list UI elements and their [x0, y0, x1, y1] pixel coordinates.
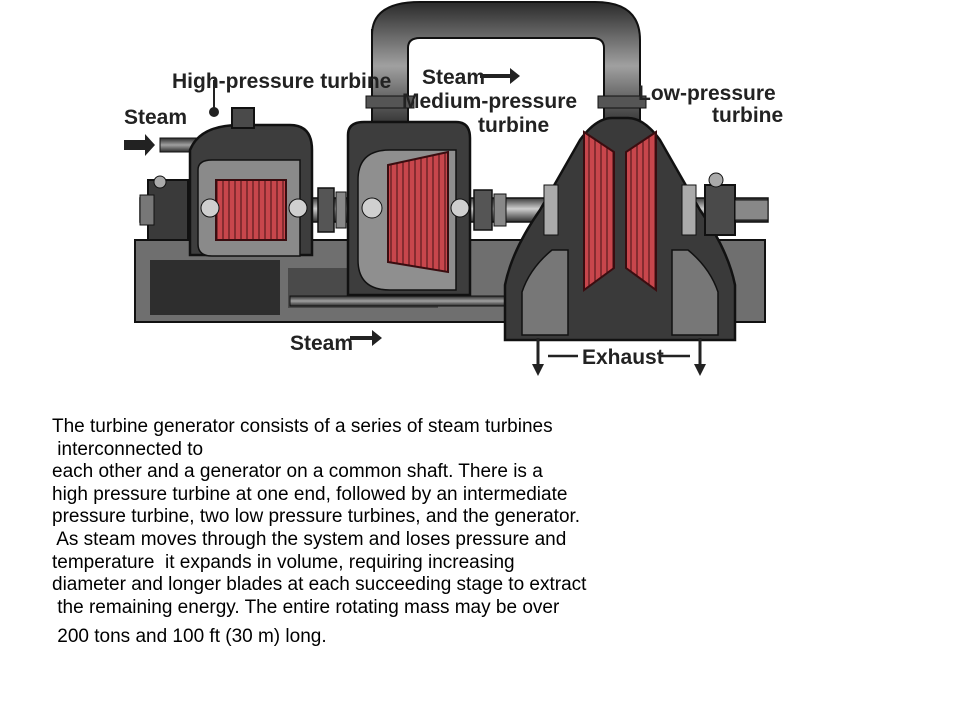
- caption-line: As steam moves through the system and lo…: [52, 528, 567, 550]
- label-steam-in: Steam: [124, 106, 187, 129]
- caption-line: interconnected to: [52, 438, 204, 460]
- caption-line: temperature it expands in volume, requir…: [52, 551, 515, 573]
- exhaust-arrow-left: [532, 338, 544, 376]
- caption-line: the remaining energy. The entire rotatin…: [52, 596, 560, 618]
- lp-blades-right: [625, 130, 657, 292]
- label-exhaust: Exhaust: [582, 346, 664, 369]
- label-mp-turbine-1: Medium-pressure: [402, 90, 577, 113]
- mp-blades: [387, 150, 449, 274]
- shaft-end-left: [139, 175, 189, 241]
- caption-line: 200 tons and 100 ft (30 m) long.: [52, 626, 327, 648]
- label-mp-turbine-2: turbine: [478, 114, 549, 137]
- turbine-diagram: High-pressure turbine Steam Steam Medium…: [124, 1, 783, 376]
- label-lp-turbine-2: turbine: [712, 104, 783, 127]
- medium-pressure-turbine: [346, 120, 472, 297]
- steam-top-arrow: [480, 68, 520, 84]
- label-steam-top: Steam: [422, 66, 485, 89]
- caption-line: each other and a generator on a common s…: [52, 461, 543, 483]
- caption-line: The turbine generator consists of a seri…: [52, 416, 553, 437]
- high-pressure-turbine: [188, 80, 314, 257]
- coupling-mp-lp: [473, 189, 507, 231]
- caption-line: pressure turbine, two low pressure turbi…: [52, 506, 581, 528]
- caption-paragraph: The turbine generator consists of a seri…: [52, 416, 932, 649]
- label-hp-turbine: High-pressure turbine: [172, 70, 391, 93]
- exhaust-arrow-right: [694, 338, 706, 376]
- low-pressure-turbine: [503, 116, 737, 342]
- shaft-end-right: [704, 172, 769, 236]
- coupling-hp-mp: [317, 187, 347, 233]
- lp-blades-left: [583, 130, 615, 292]
- label-steam-bottom: Steam: [290, 332, 353, 355]
- steam-bottom-arrow: [350, 330, 382, 346]
- hp-blades: [215, 179, 287, 241]
- label-lp-turbine-1: Low-pressure: [638, 82, 776, 105]
- caption-line: diameter and longer blades at each succe…: [52, 574, 587, 596]
- caption-line: high pressure turbine at one end, follow…: [52, 483, 568, 505]
